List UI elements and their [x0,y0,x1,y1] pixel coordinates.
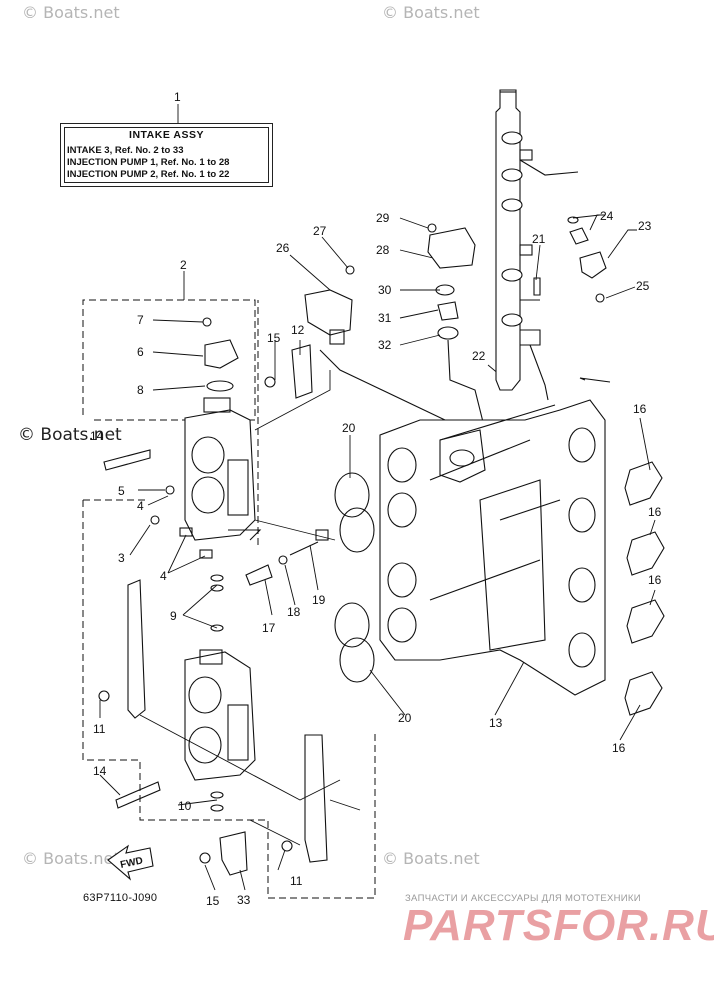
link-lines [139,370,361,846]
callout-31: 31 [378,311,392,325]
injector-parts [533,216,611,383]
callout-3: 3 [118,551,125,565]
intake-manifold [379,399,606,696]
callout-29: 29 [376,211,390,225]
callout-1: 1 [174,90,181,104]
callout-2: 2 [180,258,187,272]
callout-22: 22 [472,349,486,363]
callout-7: 7 [137,313,144,327]
lower-throttle-body [184,649,256,781]
seals-20 [334,472,375,683]
fwd-label: FWD [119,855,144,870]
callout-16-c: 16 [648,573,662,587]
callout-20-lower: 20 [398,711,412,725]
title-heading: INTAKE ASSY [129,129,204,141]
callout-15-lower: 15 [206,894,220,908]
callout-19: 19 [312,593,326,607]
callout-26: 26 [276,241,290,255]
callout-23: 23 [638,219,652,233]
callout-14-lower: 14 [93,764,107,778]
callout-10: 10 [178,799,192,813]
fwd-arrow [107,844,154,881]
shop-subtitle: ЗАПЧАСТИ И АКСЕССУАРЫ ДЛЯ МОТОТЕХНИКИ [405,893,641,904]
callout-15-upper: 15 [267,331,281,345]
title-line-intake: INTAKE 3, Ref. No. 2 to 33 [67,145,184,156]
leader-lines [99,104,656,891]
shop-logo: PARTSFOR.RU [403,901,714,950]
callout-20-upper: 20 [342,421,356,435]
callout-33: 33 [237,893,251,907]
upper-throttle-body [184,317,262,541]
fuel-rail [495,89,579,401]
title-box-inner-frame [64,127,269,183]
callout-17: 17 [262,621,276,635]
watermark-top-right: © Boats.net [382,3,480,22]
sensor-assembly-upper [304,223,486,431]
callout-14-upper: 14 [90,429,104,443]
callout-6: 6 [137,345,144,359]
callout-numbers: 1 2 7 6 8 14 5 4 3 4 9 11 14 10 15 33 11… [90,90,662,908]
callout-16-a: 16 [633,402,647,416]
title-line-pump-1: INJECTION PUMP 1, Ref. No. 1 to 28 [67,157,230,168]
watermark-bottom-left: © Boats.net [22,849,120,868]
title-box: INTAKE ASSY INTAKE 3, Ref. No. 2 to 33 I… [60,123,273,187]
callout-12: 12 [291,323,305,337]
watermark-bottom-right: © Boats.net [382,849,480,868]
callout-4-lower: 4 [160,569,167,583]
callout-16-b: 16 [648,505,662,519]
callout-21: 21 [532,232,546,246]
callout-8: 8 [137,383,144,397]
watermark-top-left: © Boats.net [22,3,120,22]
drawing-code: 63P7110-J090 [83,892,158,904]
callout-25: 25 [636,279,650,293]
callout-16-d: 16 [612,741,626,755]
callout-18: 18 [287,605,301,619]
callout-5: 5 [118,484,125,498]
callout-11-right: 11 [290,874,303,888]
callout-28: 28 [376,243,390,257]
callout-30: 30 [378,283,392,297]
callout-24: 24 [600,209,614,223]
hardware-parts [98,344,329,876]
watermark-middle-left: © Boats.net [18,425,122,445]
callout-11-left: 11 [93,722,106,736]
callout-13: 13 [489,716,503,730]
callout-9: 9 [170,609,177,623]
gaskets-16 [624,461,665,716]
callout-32: 32 [378,338,392,352]
title-line-pump-2: INJECTION PUMP 2, Ref. No. 1 to 22 [67,169,230,180]
callout-27: 27 [313,224,327,238]
callout-4-upper: 4 [137,499,144,513]
